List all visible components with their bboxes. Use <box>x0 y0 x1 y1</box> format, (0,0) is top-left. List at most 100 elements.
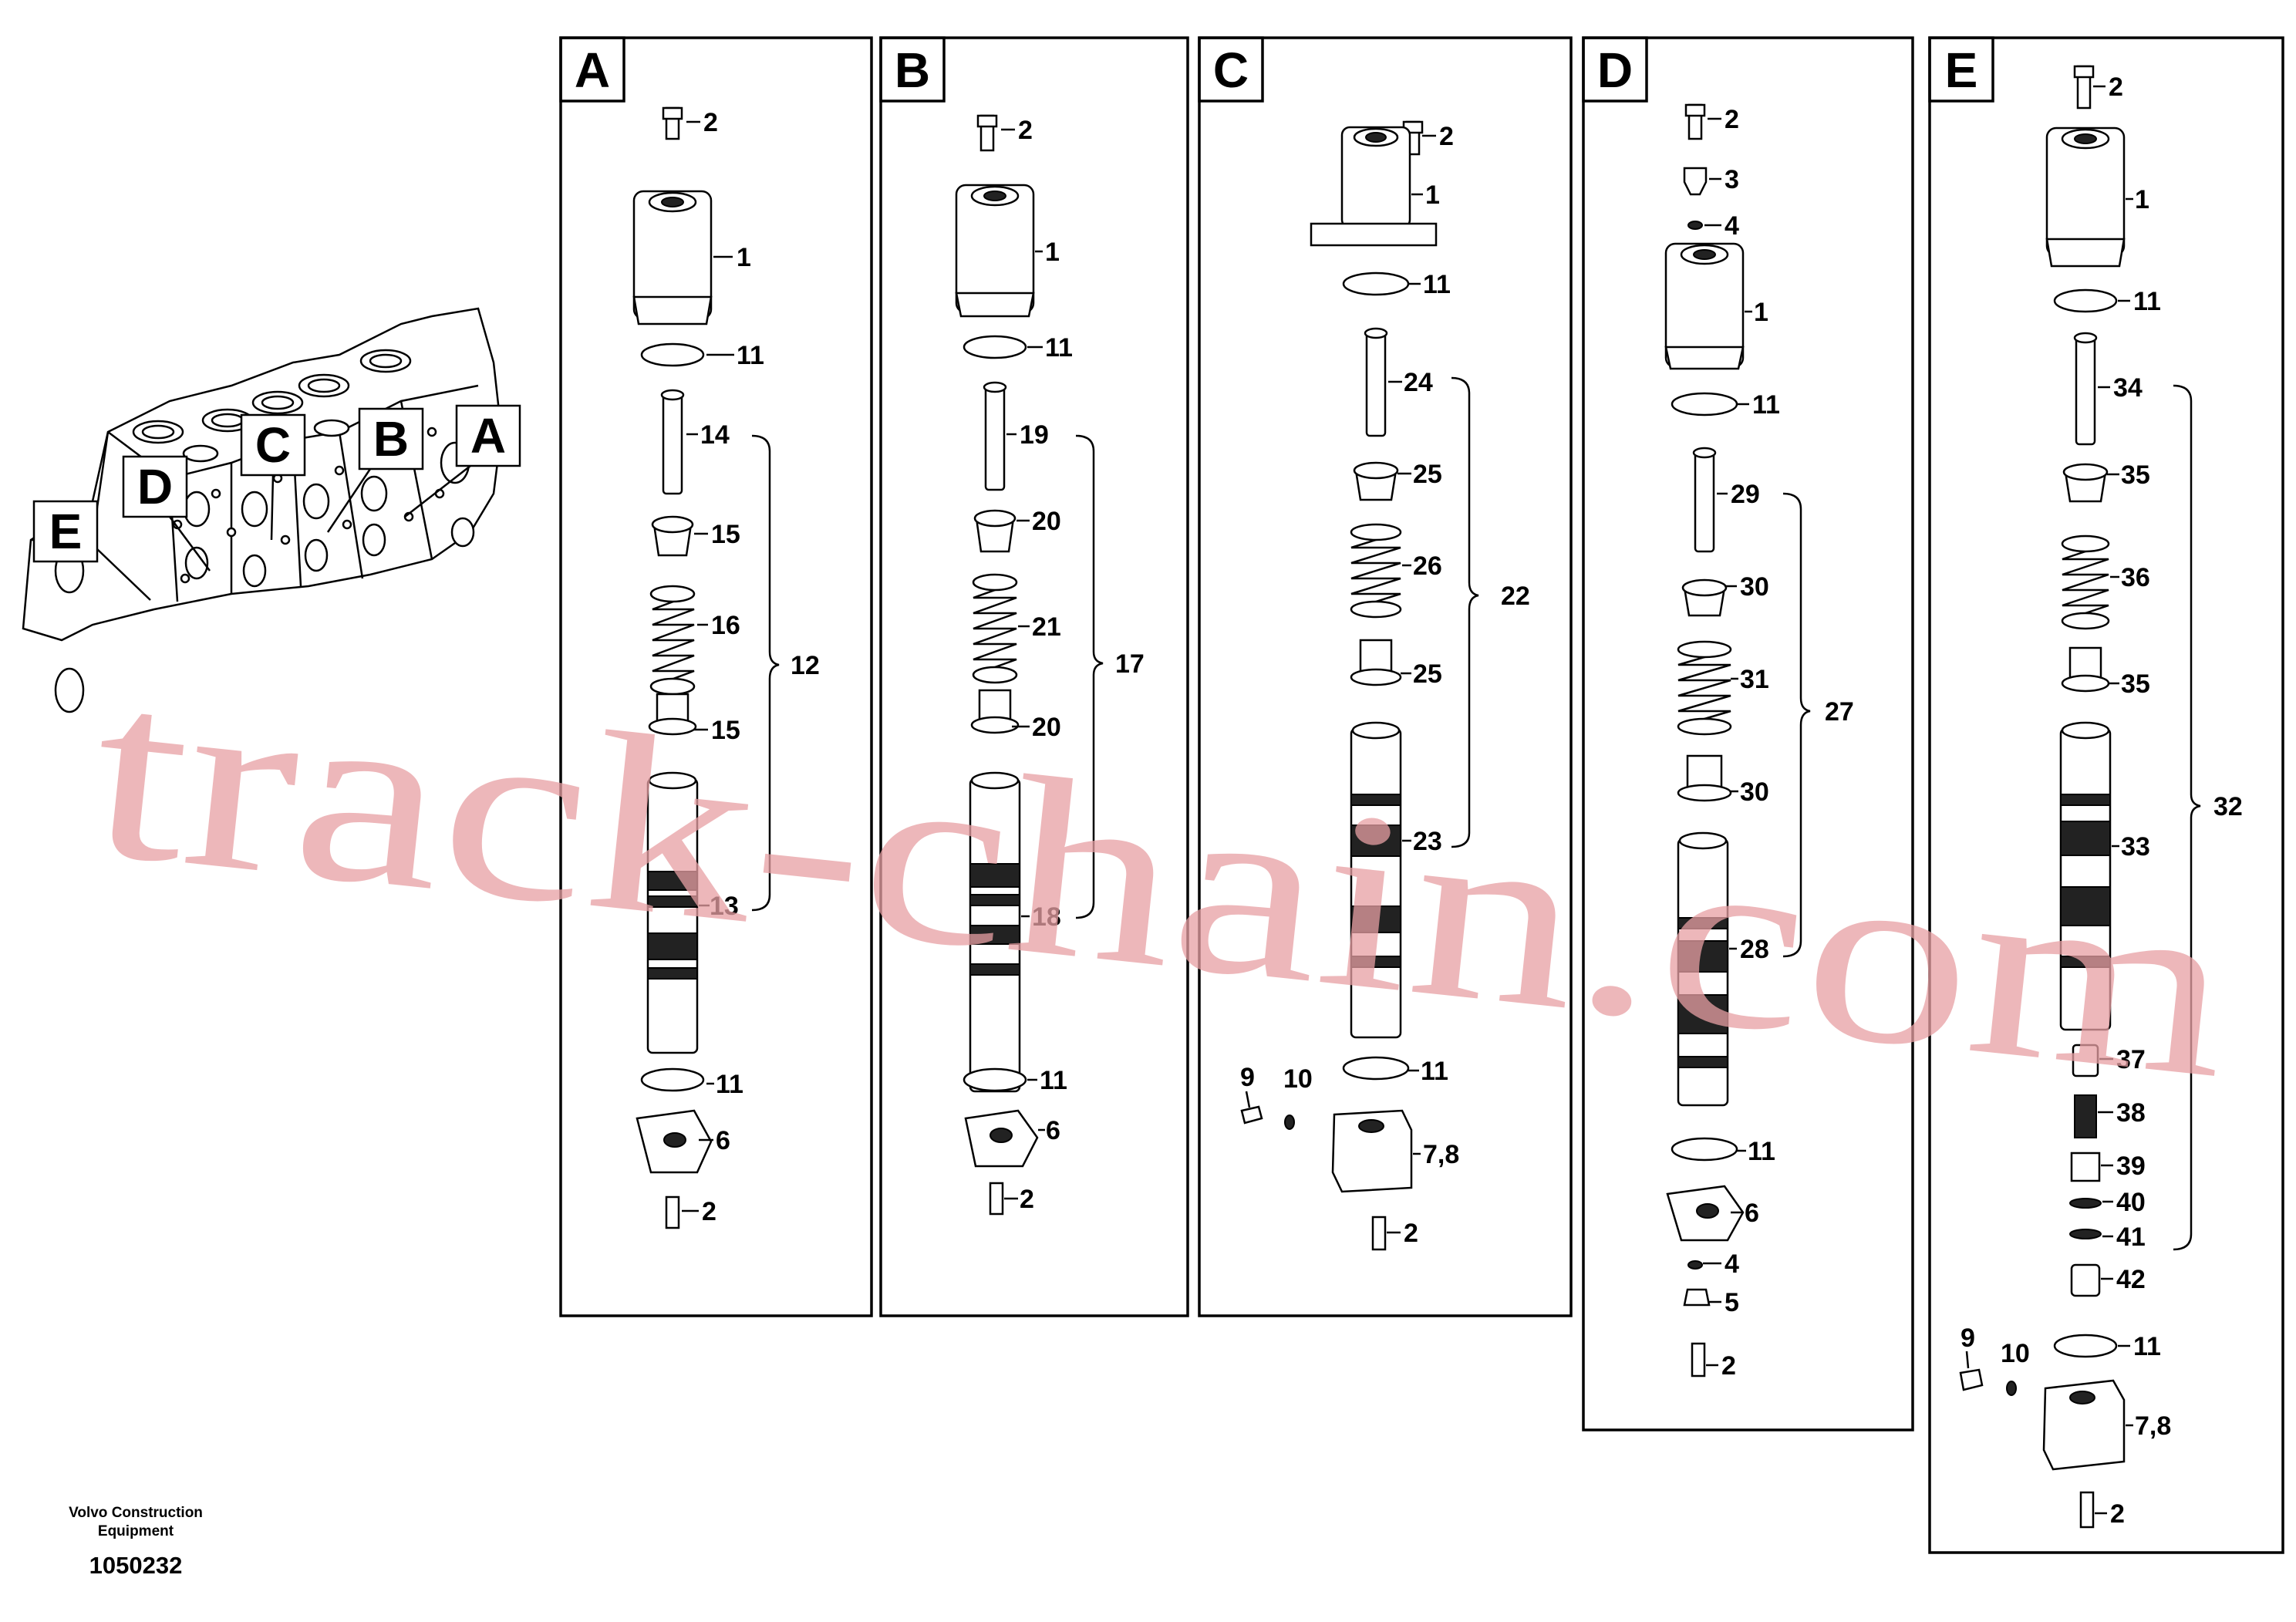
brand-line-1: Volvo Construction <box>69 1505 203 1521</box>
callout-label: 6 <box>1046 1116 1060 1145</box>
o-ring-part <box>640 1067 705 1092</box>
o-ring-part <box>640 342 705 367</box>
group-label: 17 <box>1115 649 1145 679</box>
small-o-ring-part <box>2069 1198 2102 1209</box>
panel-a: A 2 1 11 14 15 <box>559 36 873 1317</box>
callout-label: 21 <box>1032 612 1061 642</box>
panel-d-letter: D <box>1597 42 1633 98</box>
panel-b-tag <box>879 36 946 103</box>
callout-label: 36 <box>2121 563 2150 592</box>
callout-label: 35 <box>2121 460 2150 490</box>
callout-label: 25 <box>1413 460 1442 489</box>
plug-part <box>2070 1263 2101 1297</box>
plug-part <box>1683 1288 1711 1307</box>
callout-label: 5 <box>1725 1288 1739 1317</box>
plug-part <box>1959 1368 1984 1391</box>
seat-part <box>2070 1152 2101 1182</box>
callout-label: 2 <box>2109 73 2123 102</box>
group-label: 27 <box>1825 697 1854 727</box>
small-o-ring-part <box>2069 1229 2102 1239</box>
panel-e-letter: E <box>1945 42 1978 98</box>
callout-label: 2 <box>1725 105 1739 134</box>
panel-c: C 2 1 11 24 2 <box>1198 36 1573 1317</box>
callout-label: 1 <box>1754 298 1768 327</box>
callout-label: 2 <box>1020 1185 1034 1214</box>
spring-seat-rod-part <box>1365 330 1387 437</box>
callout-label: 4 <box>1725 1249 1739 1279</box>
plug-part <box>1240 1105 1263 1125</box>
panel-b-frame <box>879 36 1189 1317</box>
callout-label: 18 <box>1032 902 1061 932</box>
cap-screw-part <box>989 1182 1004 1216</box>
callout-label: 35 <box>2121 669 2150 699</box>
panel-d-frame <box>1582 36 1914 1431</box>
o-ring-part <box>1671 1137 1738 1162</box>
o-ring-part <box>1342 271 1410 296</box>
callout-label: 19 <box>1020 420 1049 450</box>
overview-callout-b: B <box>326 407 424 533</box>
spring-seat-rod-part <box>1694 450 1715 553</box>
o-ring-part <box>1342 1056 1410 1081</box>
group-bracket <box>1451 376 1479 848</box>
group-bracket <box>2173 384 2201 1251</box>
panel-d-tag <box>1582 36 1648 103</box>
callout-label: 42 <box>2116 1265 2146 1294</box>
callout-label: 33 <box>2121 832 2150 862</box>
small-o-ring-part <box>1687 221 1703 230</box>
group-label: 12 <box>791 651 820 680</box>
callout-label: 9 <box>1961 1324 1975 1353</box>
overview-label-d: D <box>137 459 173 514</box>
plug-part <box>1683 167 1708 196</box>
callout-label: 15 <box>711 520 740 549</box>
callout-label: 31 <box>1740 665 1769 694</box>
panel-e-tag <box>1928 36 1994 103</box>
overview-label-a: A <box>470 408 506 464</box>
cap-screw-part <box>1371 1216 1387 1251</box>
panel-a-frame <box>559 36 873 1317</box>
cap-screw-part <box>665 1195 680 1229</box>
panel-c-tag <box>1198 36 1264 103</box>
callout-label: 11 <box>1421 1057 1448 1086</box>
callout-label: 30 <box>1740 777 1769 807</box>
callout-label: 26 <box>1413 551 1442 581</box>
callout-label: 1 <box>737 243 751 272</box>
cap-part <box>1331 1109 1413 1193</box>
group-label: 22 <box>1501 582 1530 611</box>
watermark-text: track-chain.com <box>81 628 2243 1132</box>
callout-label: 9 <box>1240 1063 1255 1092</box>
callout-label: 2 <box>702 1197 716 1226</box>
o-ring-part <box>2053 288 2118 313</box>
callout-label: 29 <box>1731 480 1760 509</box>
overview-label-b: B <box>373 411 409 467</box>
small-o-ring-part <box>1687 1260 1703 1270</box>
callout-label: 30 <box>1740 572 1769 602</box>
o-ring-part <box>2053 1334 2118 1358</box>
callout-label: 11 <box>1040 1066 1067 1095</box>
callout-label: 41 <box>2116 1222 2146 1252</box>
footer: Volvo Construction Equipment 1050232 <box>69 1505 203 1579</box>
spring-seat-part <box>1359 639 1393 676</box>
cap-screw-part <box>1691 1342 1706 1378</box>
spring-seat-rod-part <box>984 384 1006 491</box>
small-o-ring-part <box>2006 1381 2017 1396</box>
callout-label: 38 <box>2116 1098 2146 1128</box>
brand-line-2: Equipment <box>98 1523 174 1539</box>
spring-part <box>2062 542 2109 622</box>
panel-c-letter: C <box>1213 42 1249 98</box>
callout-label: 11 <box>2133 1332 2161 1361</box>
callout-label: 1 <box>1045 238 1060 267</box>
callout-label: 2 <box>1721 1351 1736 1381</box>
overview-label-e: E <box>49 504 83 559</box>
callout-label: 39 <box>2116 1152 2146 1181</box>
panel-b-letter: B <box>895 42 930 98</box>
callout-label: 11 <box>1748 1137 1775 1166</box>
figure-number: 1050232 <box>89 1552 183 1579</box>
small-o-ring-part <box>1284 1114 1295 1130</box>
plug-part <box>2072 1044 2099 1077</box>
panel-e: E 2 1 <box>1928 36 2284 1554</box>
callout-label: 11 <box>2133 287 2161 316</box>
callout-label: 40 <box>2116 1188 2146 1217</box>
panel-d: D 2 3 4 1 <box>1582 36 1914 1431</box>
callout-label: 1 <box>1425 180 1440 210</box>
